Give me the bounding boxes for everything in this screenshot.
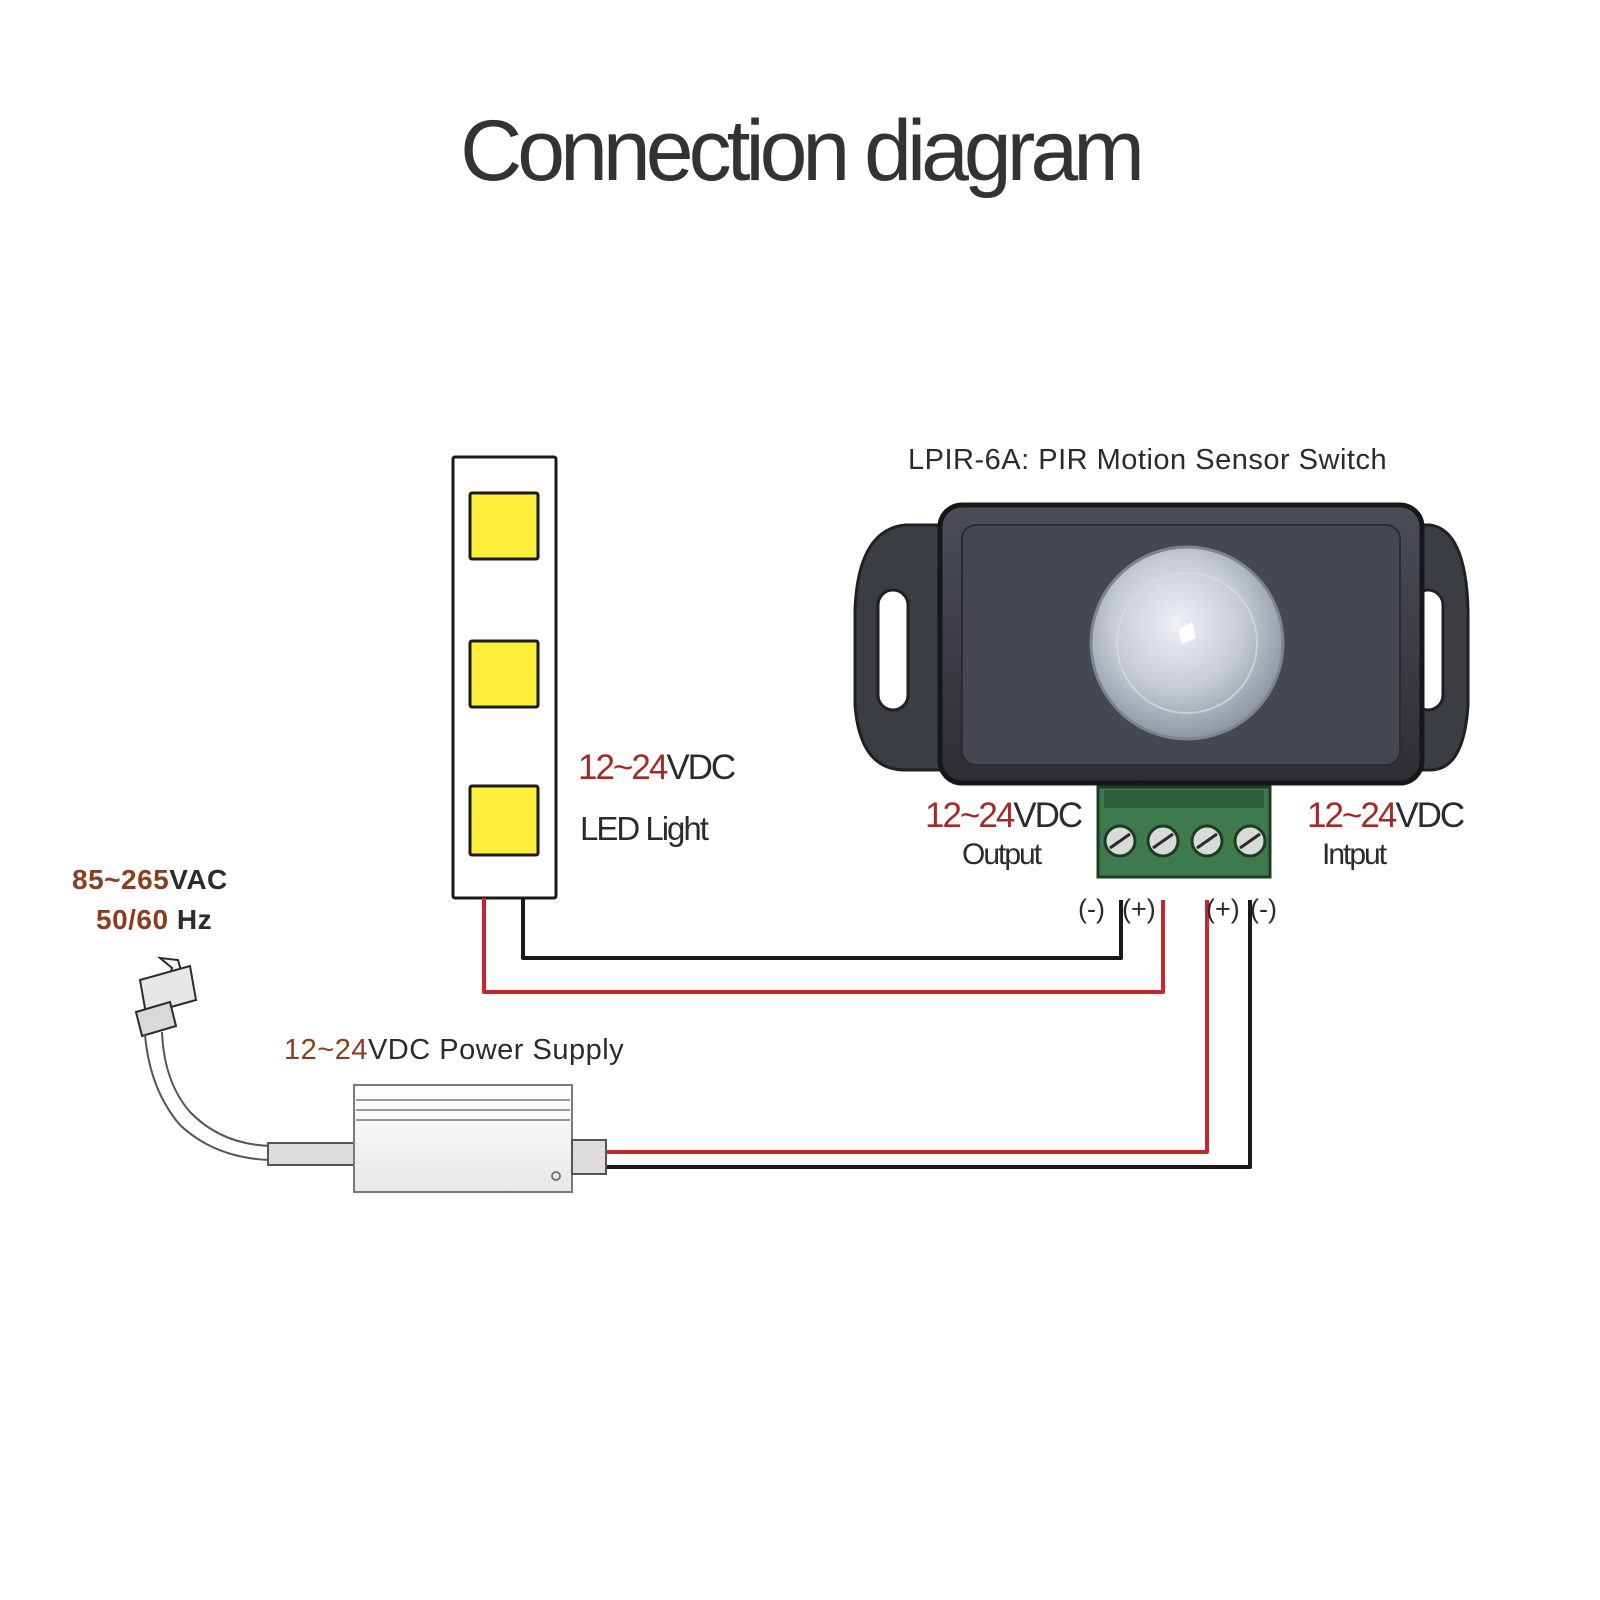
terminal-polarity-label: (+) xyxy=(1206,894,1240,924)
mains-frequency-label: 50/60 Hz xyxy=(96,904,213,935)
input-voltage-label: 12~24VDC xyxy=(1307,796,1465,835)
terminal-polarity-label: (-) xyxy=(1250,894,1277,924)
led-positive-wire xyxy=(482,898,1165,994)
led-negative-wire xyxy=(521,898,1123,960)
led-chip xyxy=(468,784,540,857)
mounting-slot xyxy=(876,588,910,712)
terminal-polarity-label: (-) xyxy=(1078,894,1105,924)
mains-voltage-label: 85~265VAC xyxy=(72,864,228,895)
led-voltage-label: 12~24VDC xyxy=(578,748,736,787)
sensor-title-label: LPIR-6A: PIR Motion Sensor Switch xyxy=(908,444,1388,476)
led-name-label: LED Light xyxy=(580,810,709,847)
output-label: Output xyxy=(962,838,1042,871)
terminal-screws xyxy=(1103,824,1267,858)
pir-sensor xyxy=(853,502,1470,879)
power-supply-label: 12~24VDC Power Supply xyxy=(284,1034,625,1066)
power-supply xyxy=(267,1084,607,1193)
wires xyxy=(482,898,1252,1169)
diagram-frame xyxy=(8,16,1568,1584)
page-title: Connection diagram xyxy=(460,103,1145,199)
mains-plug xyxy=(134,956,273,1161)
led-strip xyxy=(451,455,558,900)
pir-lens xyxy=(1089,545,1285,741)
terminal-polarity-label: (+) xyxy=(1122,894,1156,924)
input-label: Intput xyxy=(1322,838,1387,871)
output-voltage-label: 12~24VDC xyxy=(925,796,1083,835)
supply-positive-wire xyxy=(604,900,1209,1154)
led-chip xyxy=(468,639,540,709)
supply-negative-wire xyxy=(604,900,1252,1169)
led-chip xyxy=(468,491,540,561)
